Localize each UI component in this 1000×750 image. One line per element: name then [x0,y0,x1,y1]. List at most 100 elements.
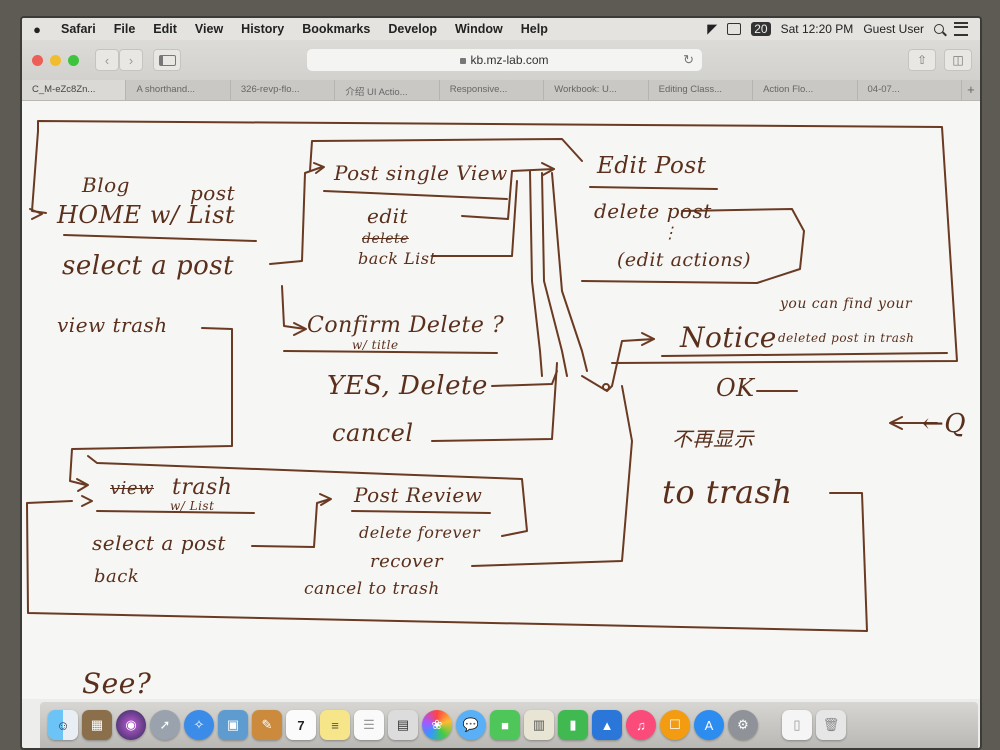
trash-icon[interactable]: 🗑 [816,710,846,740]
tab-5[interactable]: Responsive... [440,80,545,100]
menu-edit[interactable]: Edit [153,22,177,36]
note-edit-post: Edit Post [597,153,707,179]
menu-window[interactable]: Window [454,22,503,36]
document-icon[interactable]: ▯ [782,710,812,740]
close-button[interactable] [32,54,43,66]
siri-icon[interactable]: ◉ [116,710,146,740]
mac-screen: ● Safari File Edit View History Bookmark… [22,18,980,748]
itunes-icon[interactable]: ♫ [626,710,656,740]
keynote2-icon[interactable]: ▲ [592,710,622,740]
note-you-can-find: you can find your [780,296,913,312]
note-see: See? [82,667,152,700]
launchpad-grid-icon[interactable]: ▦ [82,710,112,740]
note-ok: OK [716,374,755,402]
sketch-canvas: Blog post HOME w/ List select a post vie… [22,101,980,700]
tab-2[interactable]: A shorthand... [126,80,231,100]
settings-icon[interactable]: ⚙ [728,710,758,740]
appstore-icon[interactable]: A [694,710,724,740]
menu-develop[interactable]: Develop [388,22,437,36]
preview-icon[interactable]: ▣ [218,710,248,740]
sidebar-icon [158,54,176,66]
note-w-list: w/ List [170,499,215,513]
menu-bookmarks[interactable]: Bookmarks [302,22,371,36]
note-back: back [94,566,140,587]
zoom-button[interactable] [68,54,79,66]
note-cancel-to-trash: cancel to trash [304,579,440,599]
menu-view[interactable]: View [194,22,224,36]
window-controls [22,54,79,66]
reload-icon[interactable]: ↻ [683,52,694,67]
note-delete-post: delete post [594,199,712,223]
apple-icon[interactable]: ● [33,21,41,37]
safari-icon[interactable]: ✧ [184,710,214,740]
note-confirm-delete: Confirm Delete ? [307,313,505,338]
ibooks-icon[interactable]: ☐ [660,710,690,740]
menu-history[interactable]: History [241,22,285,36]
rocket-icon[interactable]: ➚ [150,710,180,740]
new-tab-button[interactable]: + [967,82,975,97]
note-select-a-post: select a post [62,251,235,281]
keynote-icon[interactable]: ▤ [388,710,418,740]
note-dont-show: 不再显示 [672,427,754,451]
books-icon[interactable]: ▥ [524,710,554,740]
nav-buttons: ‹ › [95,49,143,71]
note-post-single-view: Post single View [334,161,508,185]
browser-toolbar: ‹ › kb.mz-lab.com ↻ ⇧ ◫ [22,40,980,80]
airplay-icon[interactable] [727,23,742,35]
note-notice: Notice [680,321,777,354]
tab-1[interactable]: C_M-eZc8Zn... [22,80,127,100]
messages-icon[interactable]: 💬 [456,710,486,740]
note-trash: trash [172,475,233,500]
clock[interactable]: Sat 12:20 PM [780,22,854,36]
note-view-struck: view [110,478,154,499]
spotlight-search-icon[interactable] [934,24,944,34]
tab-3[interactable]: 326-revp-flo... [231,80,336,100]
finder-icon[interactable]: ☺ [48,710,78,740]
note-delete-struck: delete [362,231,409,247]
tab-bar: C_M-eZc8Zn... A shorthand... 326-revp-fl… [22,80,980,101]
address-bar[interactable]: kb.mz-lab.com ↻ [307,49,702,71]
sidebar-toggle-button[interactable] [153,49,181,71]
note-deleted-in-trash: deleted post in trash [778,331,915,345]
note-post-review: Post Review [354,483,483,507]
note-yes-delete: YES, Delete [327,371,488,401]
forward-button[interactable]: › [119,49,143,71]
menu-app-name[interactable]: Safari [61,22,96,36]
url-text: kb.mz-lab.com [470,53,549,67]
dock: ☺ ▦ ◉ ➚ ✧ ▣ ✎ 7 ≡ ☰ ▤ ❀ 💬 ■ ▥ ▮ ▲ ♫ ☐ A … [40,702,978,748]
photos-icon[interactable]: ❀ [422,710,452,740]
back-button[interactable]: ‹ [95,49,119,71]
numbers-icon[interactable]: ▮ [558,710,588,740]
menu-file[interactable]: File [113,22,136,36]
notification-center-icon[interactable] [954,22,968,36]
reminders-icon[interactable]: ☰ [354,710,384,740]
note-post: post [190,181,236,205]
note-delete-forever: delete forever [359,523,481,542]
tab-overview-button[interactable]: ◫ [944,49,972,71]
tab-9[interactable]: 04-07... [858,80,962,100]
stickies-icon[interactable]: ≡ [320,710,350,740]
note-q-arrow: ←Q [922,409,967,439]
share-button[interactable]: ⇧ [908,49,936,71]
note-back-list: back List [358,249,437,268]
notes-icon[interactable]: ✎ [252,710,282,740]
note-select-a-post-2: select a post [92,531,226,555]
menu-bar: ● Safari File Edit View History Bookmark… [22,18,980,40]
sketch-lines [26,120,958,632]
note-edit: edit [367,204,409,228]
note-to-trash: to trash [662,473,793,511]
wifi-icon[interactable]: ◤ [707,21,718,36]
facetime-icon[interactable]: ■ [490,710,520,740]
minimize-button[interactable] [50,54,61,66]
calendar-icon[interactable]: 7 [286,710,316,740]
note-w-title: w/ title [352,338,399,352]
status-badge[interactable]: 20 [751,22,771,36]
user-name[interactable]: Guest User [863,22,924,36]
menu-help[interactable]: Help [520,22,548,36]
tab-6[interactable]: Workbook: U... [544,80,649,100]
note-home-list: HOME w/ List [57,201,236,229]
tab-4[interactable]: 介绍 UI Actio... [335,80,440,100]
note-cancel: cancel [332,419,414,447]
tab-7[interactable]: Editing Class... [649,80,754,100]
tab-8[interactable]: Action Flo... [753,80,858,100]
